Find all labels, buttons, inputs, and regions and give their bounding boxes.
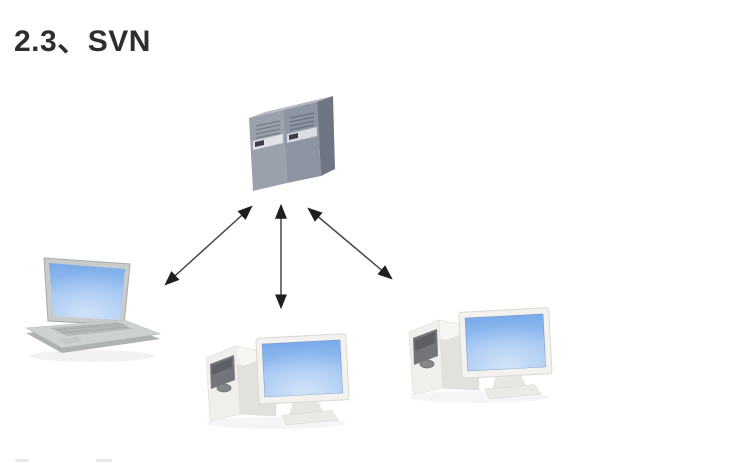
desktop-computer-icon (408, 307, 553, 403)
client-laptop-node (20, 252, 162, 364)
cropped-text-remnant (96, 459, 112, 462)
client-desktop-2-node (399, 294, 557, 404)
server-towers-icon (249, 96, 335, 191)
cropped-text-remnant (15, 459, 29, 462)
section-title: 2.3、SVN (14, 25, 151, 58)
sync-arrow-server-laptop-icon (164, 205, 253, 286)
desktop-computer-icon (205, 333, 350, 429)
svn-server-node (237, 85, 352, 195)
sync-arrow-server-desktop2-icon (307, 207, 393, 280)
laptop-icon (24, 257, 162, 362)
client-desktop-1-node (196, 320, 354, 430)
